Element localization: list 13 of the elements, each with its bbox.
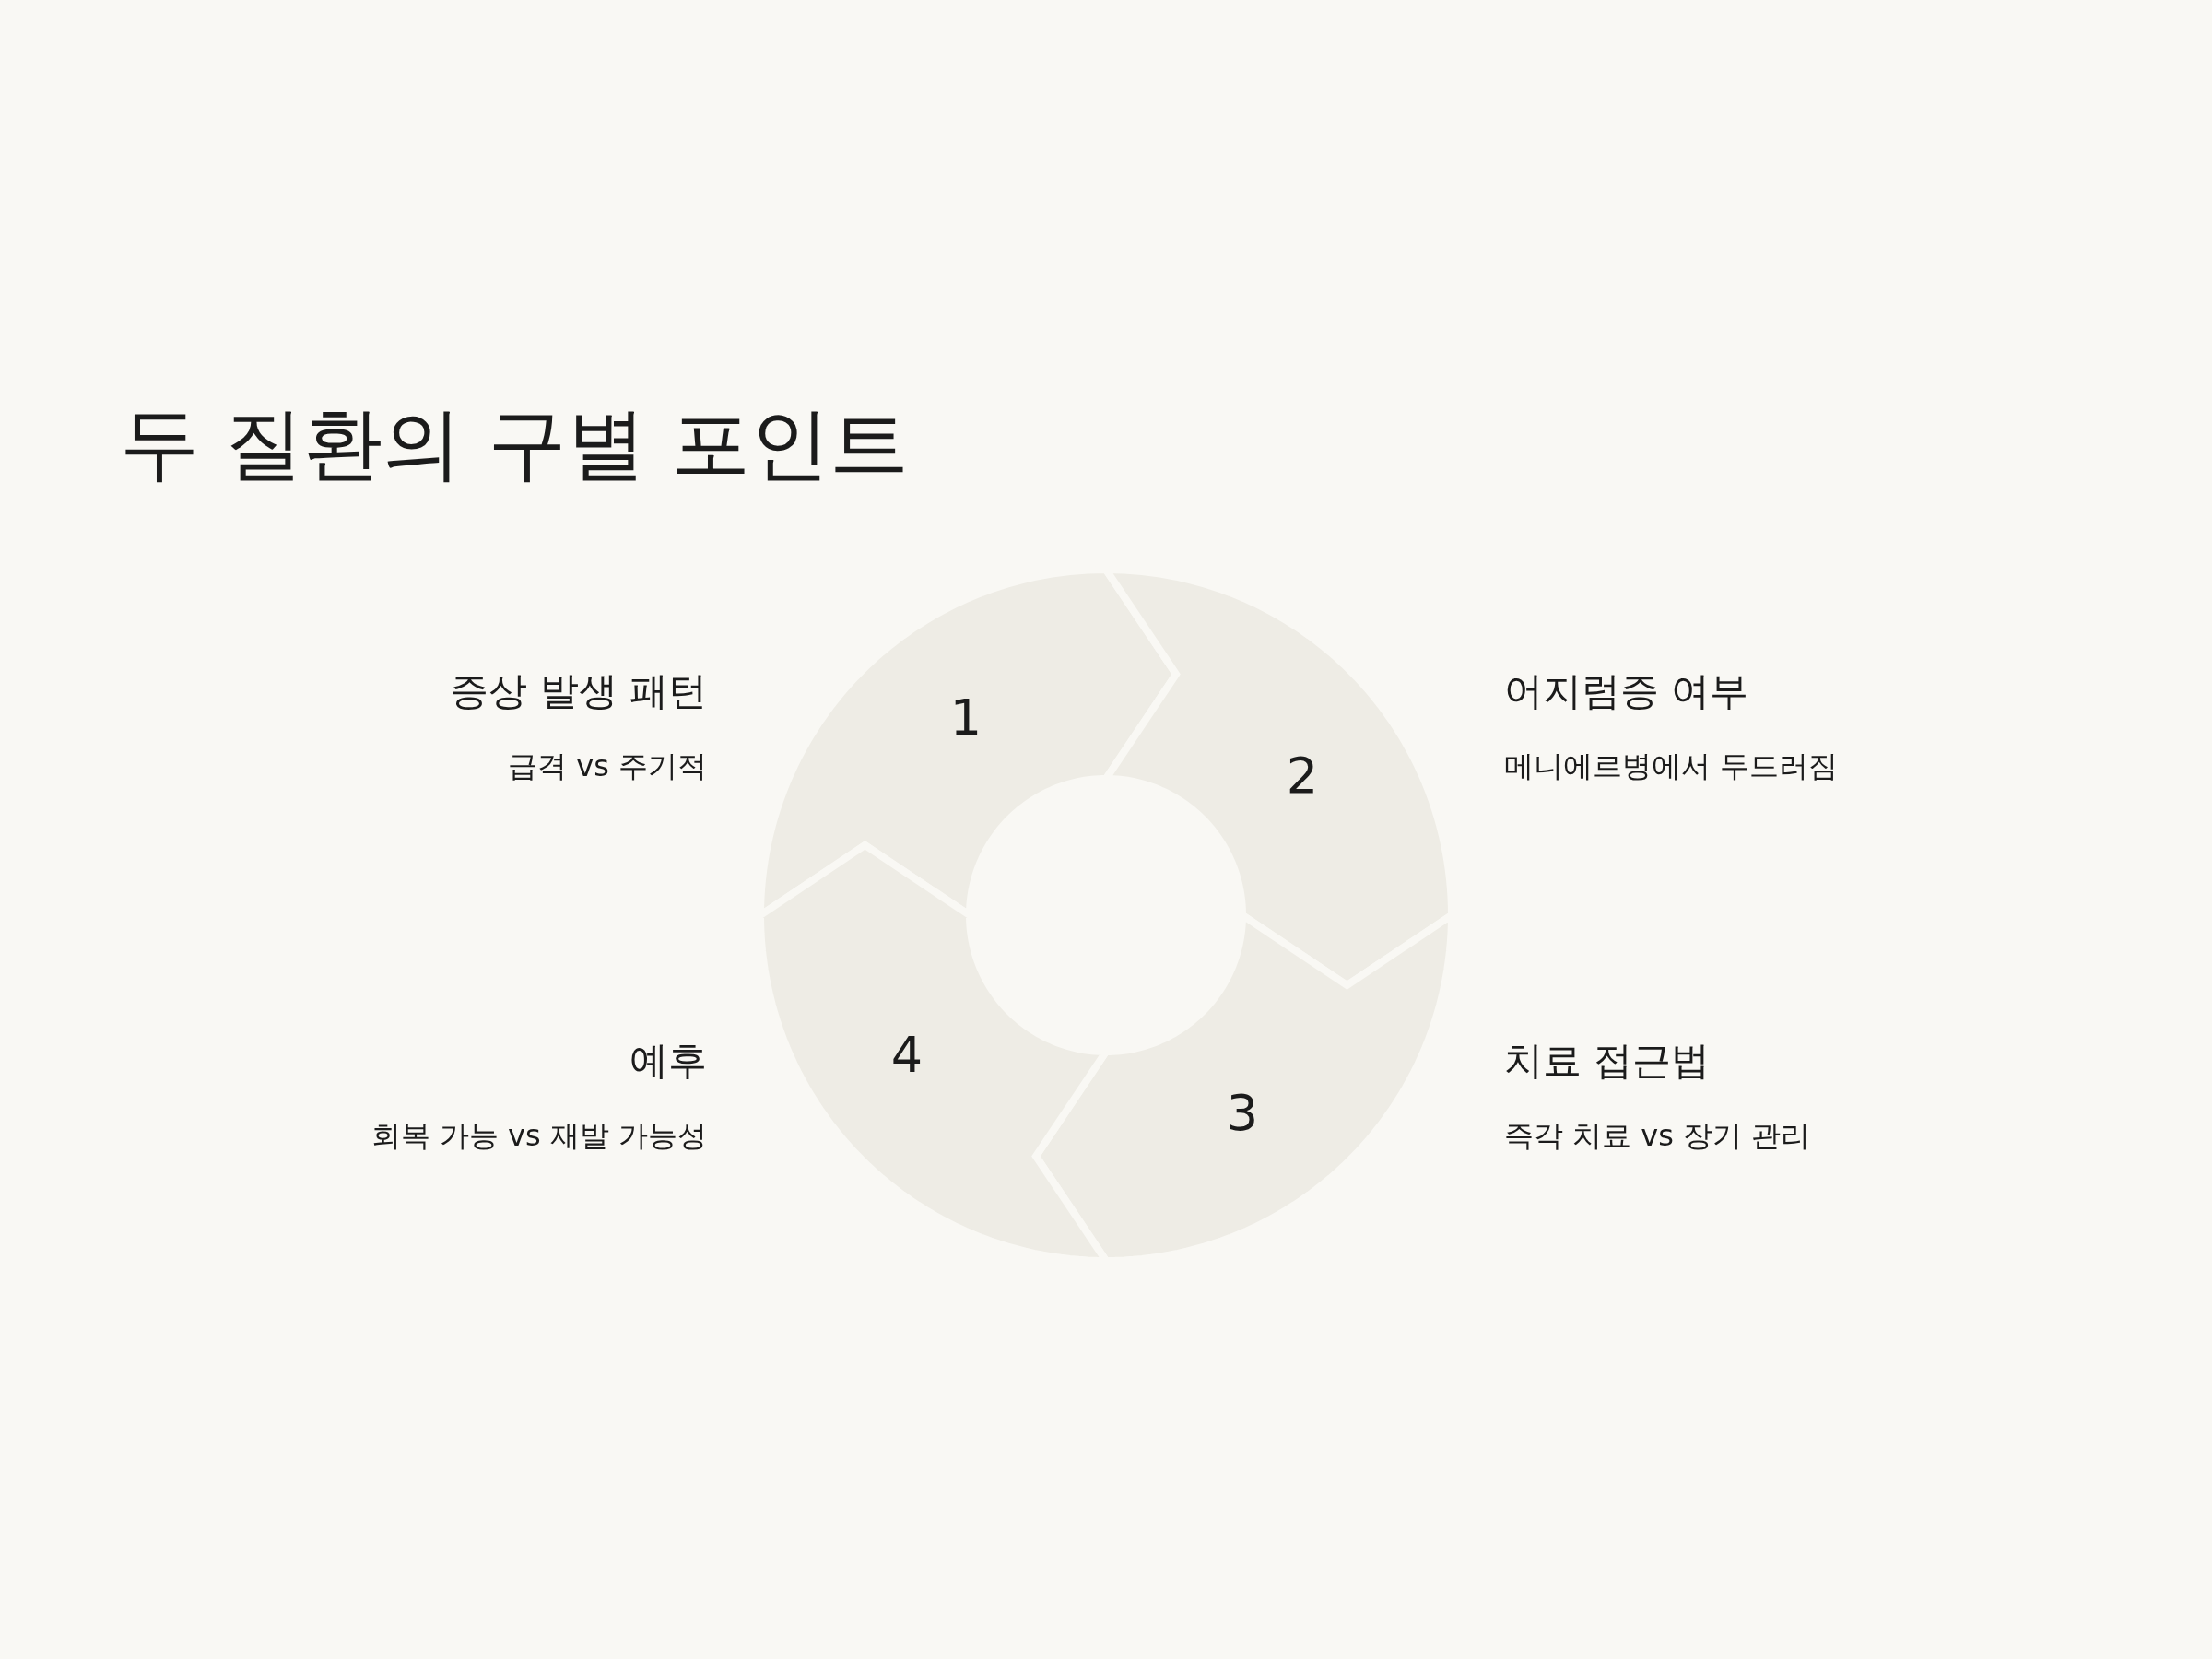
point-description: 즉각 치료 vs 장기 관리 (1504, 1117, 1811, 1154)
step-number: 1 (949, 693, 982, 743)
step-number: 3 (1226, 1088, 1259, 1138)
point-heading: 치료 접근법 (1504, 1037, 1711, 1085)
title: 두 질환의 구별 포인트 (120, 396, 909, 491)
point-heading: 증상 발생 패턴 (450, 667, 707, 715)
point-description: 급격 vs 주기적 (508, 747, 707, 784)
point-heading: 어지럼증 여부 (1504, 667, 1749, 715)
point-description: 회복 가능 vs 재발 가능성 (371, 1117, 707, 1154)
step-number: 2 (1286, 751, 1319, 801)
step-number: 4 (890, 1030, 924, 1080)
point-description: 메니에르병에서 두드러짐 (1504, 747, 1839, 784)
point-heading: 예후 (629, 1037, 707, 1085)
